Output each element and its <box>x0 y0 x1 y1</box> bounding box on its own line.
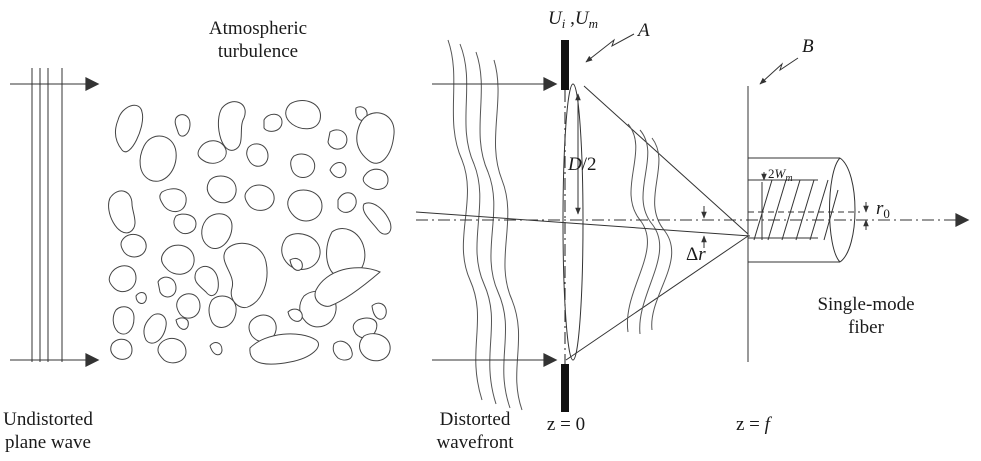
z-zero-label: z = 0 <box>547 414 585 435</box>
field-label: Ui ,Um <box>548 8 598 31</box>
focusing-cone <box>565 85 749 361</box>
fiber-label-line1: Single-mode <box>817 294 914 315</box>
mode-radius-label: 2Wm <box>768 166 793 184</box>
marker-a-label: A <box>636 20 650 41</box>
marker-b-label: B <box>802 36 814 57</box>
marker-a-arrow <box>585 33 635 63</box>
turbulence-eddies <box>108 100 395 365</box>
turbulence-label-line2: turbulence <box>218 41 298 62</box>
tilted-ray <box>415 211 751 237</box>
undistorted-label-line1: Undistorted <box>3 409 93 430</box>
undistorted-label-line2: plane wave <box>5 432 91 453</box>
distorted-label-line1: Distorted <box>440 409 511 430</box>
aperture-radius-label: D/2 <box>567 154 597 175</box>
marker-b-arrow <box>759 57 799 85</box>
delta-r-label: Δr <box>686 244 706 265</box>
distorted-label-line2: wavefront <box>436 432 514 453</box>
fiber-label-line2: fiber <box>848 317 885 338</box>
distorted-wavefront <box>432 39 558 411</box>
fiber-offset-label: r0 <box>876 198 890 221</box>
turbulence-label-line1: Atmospheric <box>209 18 307 39</box>
plane-wave <box>10 68 100 367</box>
single-mode-fiber <box>748 157 860 263</box>
z-f-label: z = f <box>736 414 773 435</box>
focusing-lens <box>562 83 584 361</box>
aperture-stop <box>561 40 569 412</box>
